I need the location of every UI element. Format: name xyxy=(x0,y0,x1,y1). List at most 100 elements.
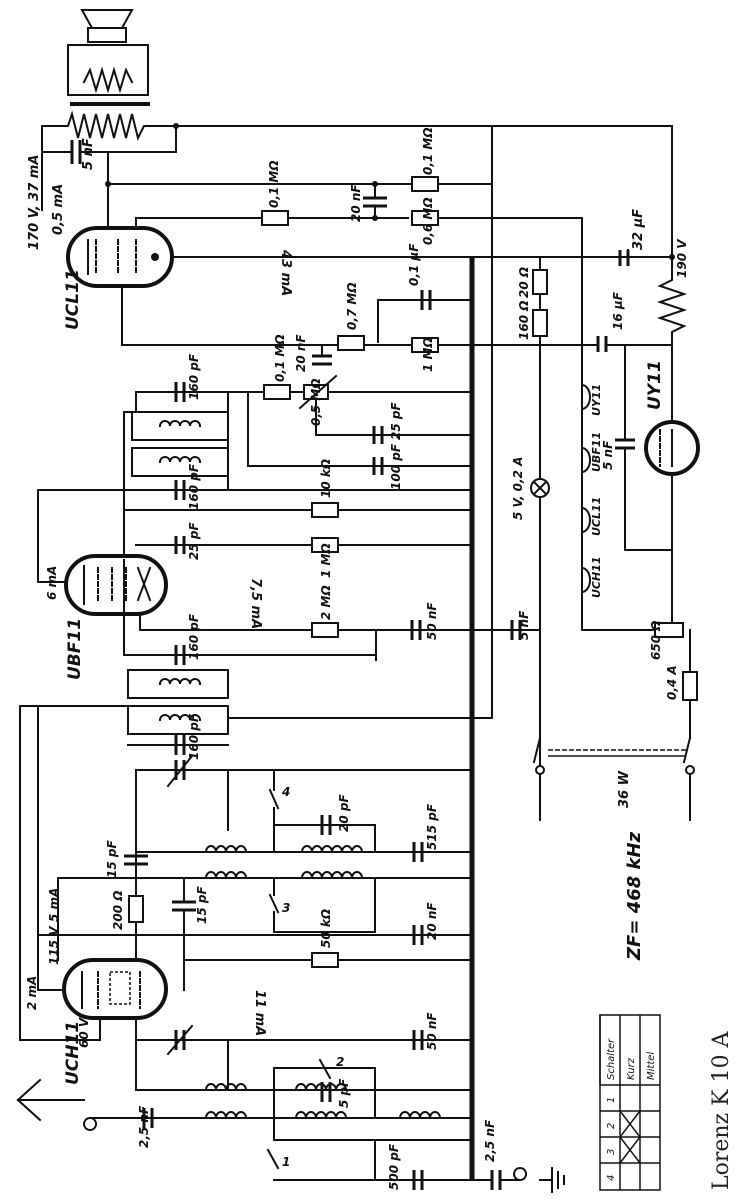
switch-4 xyxy=(268,788,280,810)
if-coil-detector xyxy=(131,411,229,477)
resistor-0-1-mohm-c xyxy=(263,384,291,400)
resistor-2-mohm xyxy=(311,622,339,638)
label-c-5nb: 5 nF xyxy=(517,610,531,640)
label-c-20b: 20 nF xyxy=(294,334,308,372)
label-pilot-lamp: 5 V, 0,2 A xyxy=(511,457,525,520)
label-uch11-anode: 11 mA xyxy=(252,990,267,1036)
table-header-4: 4 xyxy=(606,1175,617,1181)
label-c-20a: 20 nF xyxy=(349,184,363,222)
antenna-socket xyxy=(83,1116,98,1131)
label-c-100: 100 pF xyxy=(389,443,403,490)
label-r-10k: 10 kΩ xyxy=(319,459,333,498)
label-tube-ubf11: UBF11 xyxy=(65,618,85,680)
heater-label-0: UY11 xyxy=(590,384,603,416)
label-r-07: 0,7 MΩ xyxy=(345,282,359,330)
label-c-01: 0,1 µF xyxy=(407,243,421,286)
label-c-515: 515 pF xyxy=(425,803,439,850)
heater-chain xyxy=(580,383,591,594)
loudspeaker xyxy=(67,9,149,96)
label-r-01c: 0,1 MΩ xyxy=(273,334,287,382)
label-r-1b: 1 MΩ xyxy=(319,543,333,578)
label-uch11-screen-v: 115 V xyxy=(47,925,61,965)
resistor-0-7-mohm xyxy=(337,335,365,351)
label-r-650: 650 Ω xyxy=(649,621,663,660)
tube-ucl11 xyxy=(66,226,174,288)
resistor-1-mohm-a xyxy=(411,337,439,353)
table-header-3: 3 xyxy=(606,1149,617,1155)
label-c-25b: 25 pF xyxy=(187,522,201,560)
resistor-0-1-mohm-b xyxy=(411,176,439,192)
label-c-20p: 20 pF xyxy=(337,794,351,832)
label-c-20n: 20 nF xyxy=(425,902,439,940)
label-ubf11-anode: 7,5 mA xyxy=(248,578,263,629)
label-c-15a: 15 pF xyxy=(105,840,119,878)
switch-2 xyxy=(318,1058,332,1080)
table-mark xyxy=(619,1110,641,1138)
table-mark xyxy=(619,1136,641,1164)
label-fuse: 0,4 A xyxy=(665,665,679,700)
ground-icon xyxy=(539,1167,565,1193)
if-coil-mixer xyxy=(127,669,229,735)
label-power: 36 W xyxy=(617,770,632,808)
tube-uy11 xyxy=(644,420,700,476)
heater-label-1: UBF11 xyxy=(590,432,603,472)
label-c-160a: 160 pF xyxy=(187,353,201,400)
tube-uch11 xyxy=(62,958,168,1020)
label-c-5n: 5 nF xyxy=(601,440,615,470)
label-c-out: 5 nF xyxy=(81,138,96,170)
label-tube-uy11: UY11 xyxy=(645,360,665,410)
fuse-0-4a xyxy=(682,671,698,701)
resistor-supply xyxy=(656,256,688,346)
output-transformer xyxy=(41,110,177,141)
switch-table: Schalter 1 2 3 4 Kurz Mittel xyxy=(599,1014,661,1191)
switch-label-4: 4 xyxy=(281,785,290,799)
resistor-650-ohm xyxy=(654,622,684,638)
label-c-160c: 160 pF xyxy=(187,613,201,660)
label-c-160d: 160 pF xyxy=(187,713,201,760)
table-row-mittel: Mittel xyxy=(646,1052,657,1080)
label-r-50k: 50 kΩ xyxy=(319,909,333,948)
resistor-20-ohm xyxy=(532,269,548,295)
label-ucl11-screen: 170 V, 37 mA xyxy=(27,155,42,250)
label-r-200: 200 Ω xyxy=(111,891,125,930)
label-tube-ucl11: UCL11 xyxy=(63,269,83,330)
label-r-01b: 0,1 MΩ xyxy=(421,127,435,175)
label-r-01a: 0,1 MΩ xyxy=(267,160,281,208)
heater-label-3: UCH11 xyxy=(590,556,603,598)
label-c-25n-ant: 2,5 nF xyxy=(137,1105,151,1148)
label-c-500: 500 pF xyxy=(387,1143,401,1190)
label-c-50a: 50 nF xyxy=(425,602,439,640)
mains-switch-a xyxy=(532,736,542,764)
mains-switch-b xyxy=(682,736,692,764)
table-header-2: 2 xyxy=(606,1123,617,1129)
label-uch11-osc: 2 mA xyxy=(25,976,39,1010)
label-tube-uch11: UCH11 xyxy=(63,1021,83,1085)
resistor-200-ohm xyxy=(128,895,144,923)
table-header-1: 1 xyxy=(606,1097,617,1103)
resistor-1-mohm-b xyxy=(311,537,339,553)
switch-1 xyxy=(266,1148,280,1170)
antenna-icon xyxy=(16,1078,85,1122)
switch-label-1: 1 xyxy=(282,1155,290,1169)
resistor-160-ohm xyxy=(532,309,548,337)
resistor-50-kohm xyxy=(311,952,339,968)
pilot-lamp xyxy=(530,478,550,498)
label-c-15b: 15 pF xyxy=(195,886,209,924)
label-ucl11-anode: 43 mA xyxy=(278,249,293,296)
label-c-32: 32 µF xyxy=(631,209,646,250)
switch-label-2: 2 xyxy=(336,1055,344,1069)
label-c-16: 16 µF xyxy=(611,291,625,330)
resistor-0-1-mohm-a xyxy=(261,210,289,226)
label-c-160b: 160 pF xyxy=(187,463,201,510)
resistor-10-kohm xyxy=(311,502,339,518)
label-uch11-screen-i: 5 mA xyxy=(47,888,61,922)
label-c-25a: 25 pF xyxy=(389,402,403,440)
switch-label-3: 3 xyxy=(282,901,290,915)
label-r-06: 0,6 MΩ xyxy=(421,197,435,245)
heater-label-2: UCL11 xyxy=(590,497,603,536)
label-c-50b: 50 nF xyxy=(425,1012,439,1050)
table-row-kurz: Kurz xyxy=(626,1057,637,1080)
caption: Lorenz K 10 A xyxy=(709,1030,734,1190)
label-uch11-cathode: 60 V xyxy=(77,1016,91,1048)
